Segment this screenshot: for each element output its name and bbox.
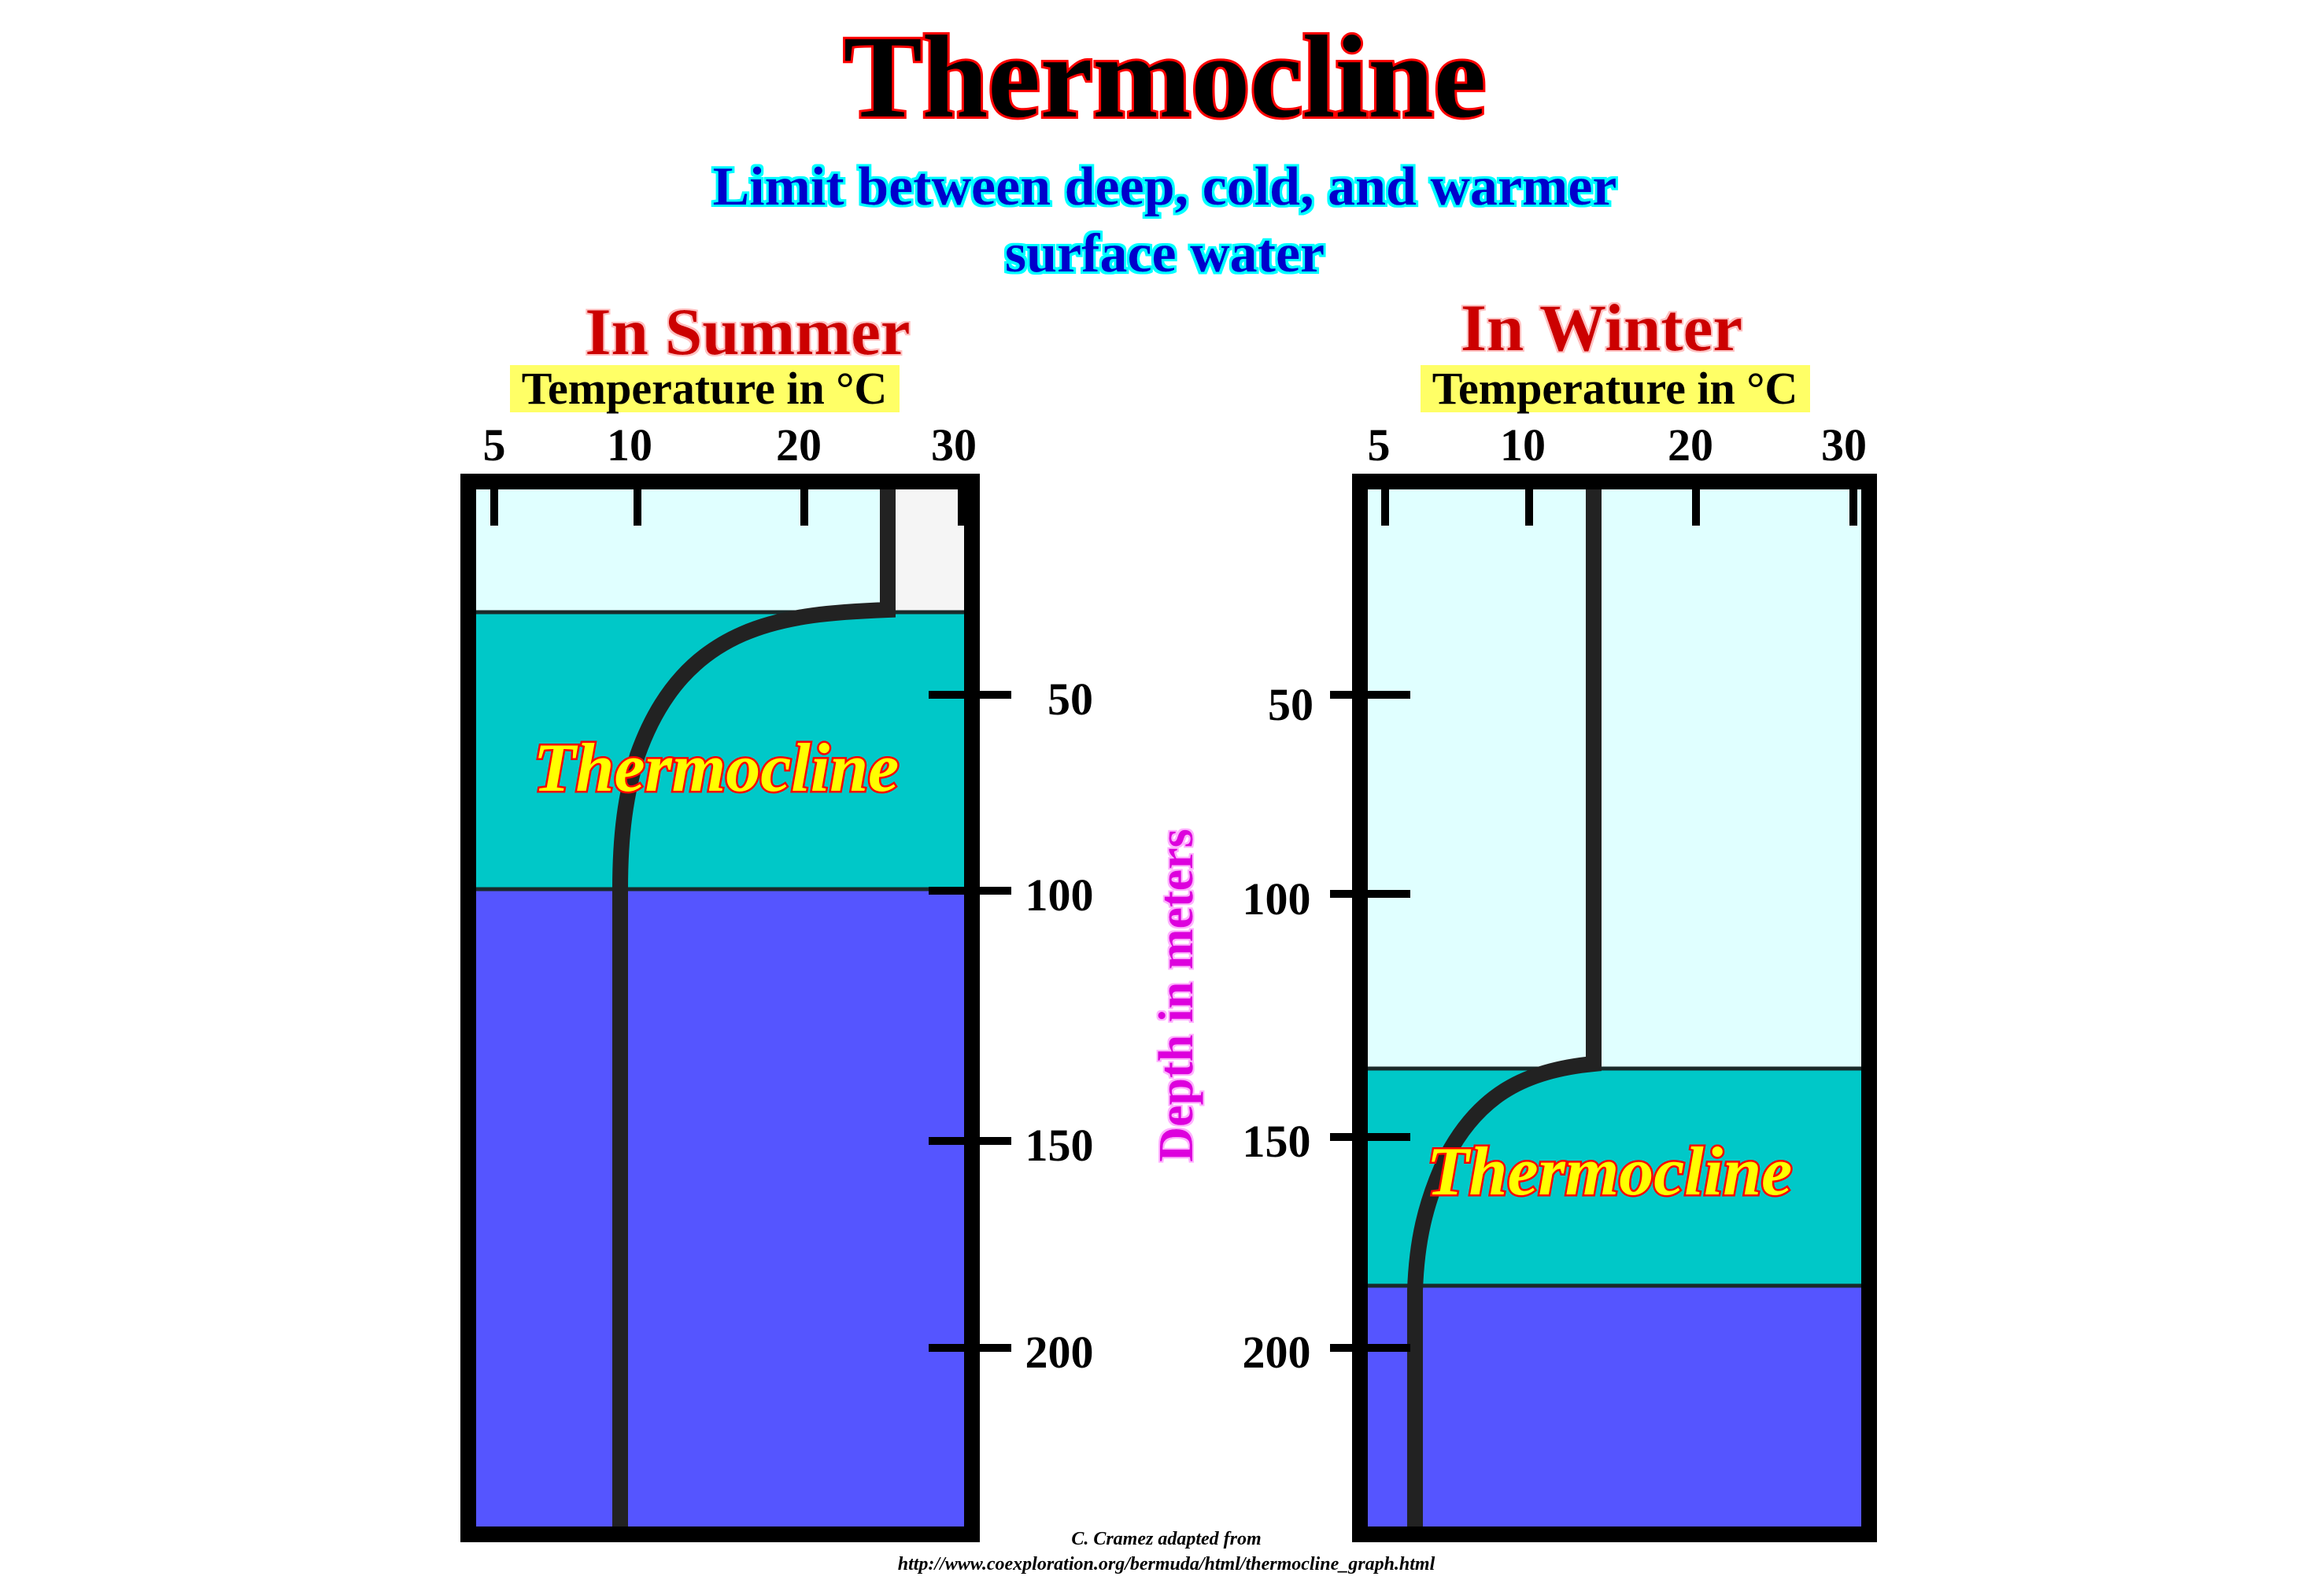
winter-panel: In Winter Temperature in °C 5 10 20 30 T… [1243, 291, 1877, 1542]
summer-temperature-profile [612, 488, 896, 1530]
summer-depth-label-200: 200 [1025, 1327, 1094, 1378]
summer-thermocline-layer [468, 612, 972, 889]
winter-depth-label-100: 100 [1243, 873, 1311, 925]
summer-x-tick-label-10: 10 [607, 419, 652, 471]
winter-temperature-axis-title: Temperature in °C [1421, 363, 1810, 414]
winter-panel-title: In Winter [1461, 291, 1742, 365]
winter-panel-frame [1352, 474, 1877, 1542]
winter-depth-label-150: 150 [1243, 1116, 1311, 1167]
summer-panel-frame [460, 474, 980, 1542]
depth-axis-title: Depth in meters [1150, 829, 1203, 1162]
summer-thermocline-label: Thermocline [534, 730, 899, 807]
summer-axis-title-text: Temperature in °C [522, 363, 888, 414]
winter-x-tick-label-20: 20 [1668, 419, 1713, 471]
summer-deep-water-layer [468, 889, 972, 1534]
winter-thermocline-label: Thermocline [1427, 1134, 1792, 1210]
winter-x-tick-label-5: 5 [1368, 419, 1391, 471]
winter-x-tick-label-10: 10 [1500, 419, 1546, 471]
credit-line-1: C. Cramez adapted from [1071, 1529, 1261, 1549]
page-title: Thermocline [844, 12, 1487, 142]
summer-depth-label-150: 150 [1025, 1120, 1094, 1171]
winter-axis-title-text: Temperature in °C [1432, 363, 1798, 414]
credit-line-2: http://www.coexploration.org/bermuda/htm… [898, 1554, 1435, 1574]
summer-temperature-axis-title: Temperature in °C [510, 363, 900, 414]
winter-deep-water-layer [1360, 1286, 1869, 1534]
winter-surface-mixed-layer [1360, 482, 1869, 1069]
summer-x-tick-label-20: 20 [776, 419, 822, 471]
winter-temperature-profile [1407, 488, 1602, 1530]
summer-depth-label-100: 100 [1025, 869, 1094, 921]
summer-panel-title: In Summer [585, 295, 910, 369]
winter-axis-title-bg [1421, 365, 1810, 412]
summer-axis-title-bg [510, 365, 900, 412]
subtitle-line-1: Limit between deep, cold, and warmer [712, 157, 1616, 217]
winter-x-tick-label-30: 30 [1821, 419, 1867, 471]
summer-panel: In Summer Temperature in °C 5 10 20 30 T… [460, 295, 1094, 1542]
subtitle-line-2: surface water [1005, 223, 1325, 284]
summer-depth-label-50: 50 [1047, 674, 1093, 725]
summer-x-tick-label-5: 5 [483, 419, 506, 471]
summer-surface-light-patch [893, 485, 969, 611]
winter-depth-label-200: 200 [1243, 1327, 1311, 1378]
winter-depth-label-50: 50 [1268, 679, 1313, 730]
summer-x-tick-label-30: 30 [931, 419, 977, 471]
